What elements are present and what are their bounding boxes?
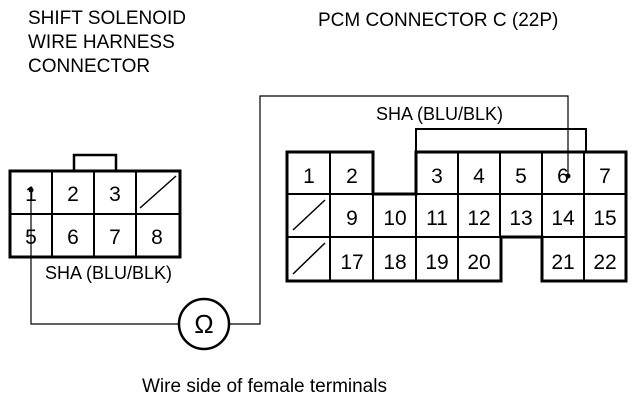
left-pin-4-unused — [139, 175, 177, 209]
pcm-pin-label: 4 — [473, 165, 485, 188]
pcm-wire-label: SHA (BLU/BLK) — [376, 104, 503, 124]
pcm-pin-label: 2 — [346, 165, 358, 188]
pcm-pin-8-unused — [292, 199, 326, 231]
pcm-connector-title: PCM CONNECTOR C (22P) — [318, 10, 558, 31]
pcm-pin-label: 22 — [593, 251, 616, 274]
left-pin-label: 6 — [67, 226, 79, 249]
left-probe-point — [28, 187, 34, 193]
lead-right — [230, 95, 569, 325]
left-wire-label: SHA (BLU/BLK) — [45, 263, 172, 283]
pcm-pin-label: 1 — [303, 165, 315, 188]
caption: Wire side of female terminals — [142, 376, 387, 397]
pcm-connector-key — [415, 128, 587, 152]
lead-left — [30, 190, 178, 325]
pcm-pin-label: 20 — [467, 251, 490, 274]
pcm-pin-label: 12 — [467, 207, 490, 230]
left-title-line-1: SHIFT SOLENOID — [28, 8, 186, 29]
pcm-pin-label: 19 — [425, 251, 448, 274]
left-pin-label: 3 — [109, 183, 121, 206]
left-connector-lock-tab — [72, 153, 118, 173]
left-title-line-2: WIRE HARNESS — [28, 32, 175, 53]
left-pin-label: 8 — [151, 226, 163, 249]
pcm-connector-pins: 1 2 3 4 5 6 7 9 10 11 12 13 14 15 17 18 … — [303, 165, 617, 274]
pcm-pin-label: 15 — [593, 207, 616, 230]
pcm-pin-label: 21 — [551, 251, 574, 274]
left-pin-label: 7 — [109, 226, 121, 249]
ohm-symbol: Ω — [194, 309, 213, 339]
pcm-connector-body — [285, 150, 628, 283]
pcm-probe-point — [565, 173, 571, 179]
left-connector-title: SHIFT SOLENOID WIRE HARNESS CONNECTOR — [28, 8, 186, 77]
pcm-pin-label: 7 — [599, 165, 611, 188]
pcm-pin-label: 18 — [383, 251, 406, 274]
pcm-connector — [285, 128, 628, 283]
left-pin-label: 2 — [67, 183, 79, 206]
test-lead-wire — [30, 95, 569, 325]
pcm-pin-label: 5 — [515, 165, 527, 188]
pcm-pin-label: 10 — [383, 207, 406, 230]
pcm-pin-16-unused — [292, 242, 326, 275]
left-connector — [8, 153, 182, 259]
pcm-pin-label: 14 — [551, 207, 575, 230]
pcm-pin-label: 13 — [509, 207, 532, 230]
pcm-pin-label: 9 — [346, 207, 358, 230]
pcm-pin-label: 6 — [557, 165, 569, 188]
pcm-pin-label: 3 — [431, 165, 443, 188]
pcm-pin-label: 11 — [426, 207, 448, 230]
left-title-line-3: CONNECTOR — [28, 56, 150, 77]
ohmmeter-icon: Ω — [177, 297, 231, 351]
pcm-pin-label: 17 — [340, 251, 363, 274]
